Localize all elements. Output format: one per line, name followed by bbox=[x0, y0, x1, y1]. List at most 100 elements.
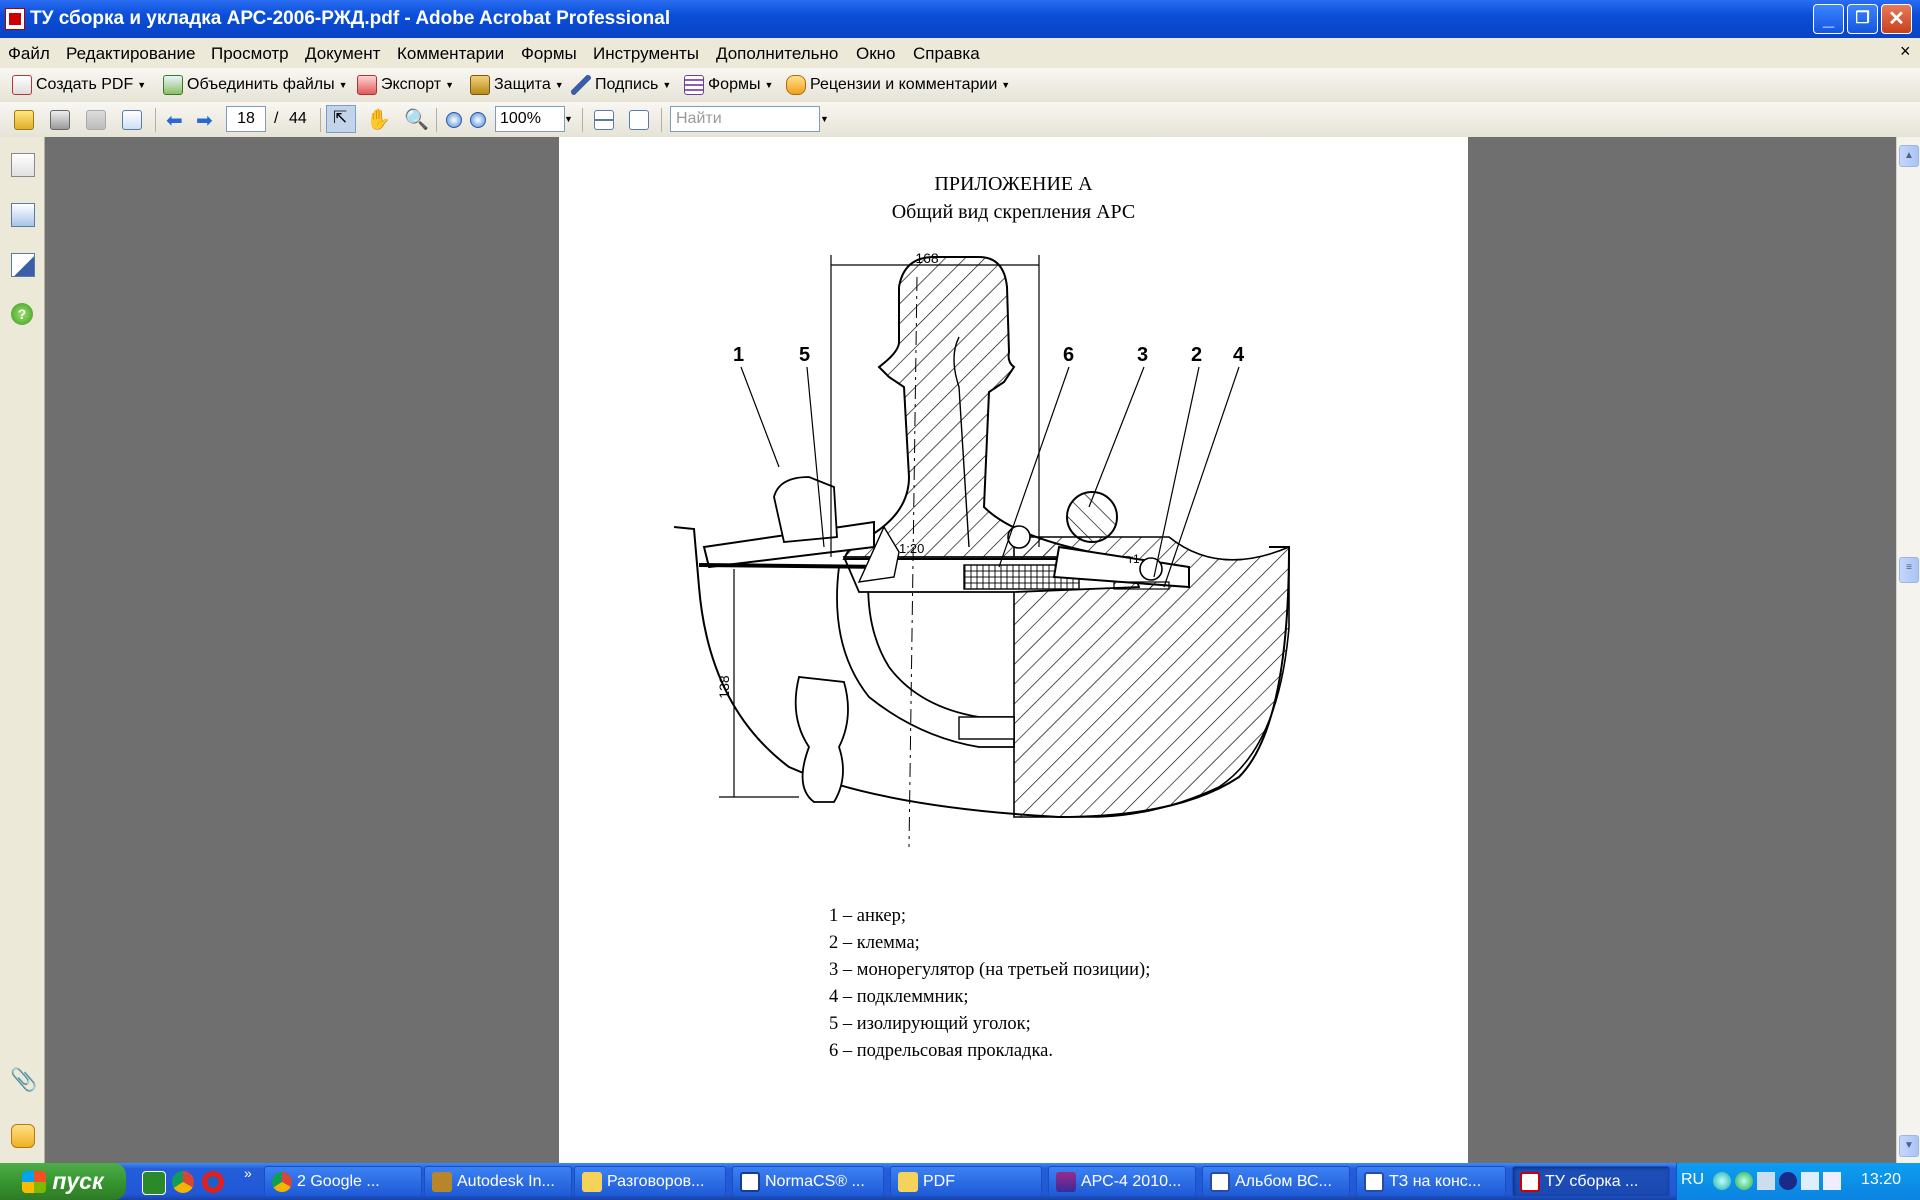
opera-icon[interactable] bbox=[202, 1171, 224, 1193]
menu-file[interactable]: Файл bbox=[8, 44, 50, 63]
scroll-up-button[interactable]: ▲ bbox=[1899, 145, 1919, 167]
help-icon[interactable]: ? bbox=[11, 303, 33, 325]
anchor-head bbox=[773, 476, 838, 543]
protect-button[interactable]: Защита▼ bbox=[470, 75, 564, 95]
fit-page-icon[interactable] bbox=[629, 110, 649, 130]
dropdown-arrow-icon: ▼ bbox=[1001, 80, 1011, 90]
select-tool-button[interactable]: ⇱ bbox=[326, 105, 356, 133]
chrome-icon[interactable] bbox=[172, 1171, 194, 1193]
dropdown-arrow-icon: ▼ bbox=[554, 80, 564, 90]
scroll-down-button[interactable]: ▼ bbox=[1899, 1135, 1919, 1157]
close-button[interactable]: ✕ bbox=[1881, 4, 1912, 34]
comments-icon[interactable] bbox=[11, 1124, 35, 1148]
anchor-leg bbox=[794, 676, 849, 803]
start-button[interactable]: пуск bbox=[0, 1163, 126, 1200]
radius-label: r1 bbox=[1129, 552, 1140, 566]
menu-forms[interactable]: Формы bbox=[521, 44, 577, 63]
export-button[interactable]: Экспорт▼ bbox=[357, 75, 454, 95]
signatures-icon[interactable] bbox=[11, 253, 35, 277]
print-icon[interactable] bbox=[50, 110, 70, 130]
pages-icon[interactable] bbox=[11, 153, 35, 177]
scroll-thumb[interactable]: ≡ bbox=[1899, 557, 1919, 583]
menu-window[interactable]: Окно bbox=[856, 44, 896, 63]
tray-app-icon[interactable] bbox=[1735, 1172, 1753, 1190]
taskbar-button-chrome[interactable]: 2 Google ... bbox=[264, 1166, 422, 1197]
minimize-button[interactable]: _ bbox=[1813, 4, 1844, 34]
language-indicator[interactable]: RU bbox=[1681, 1171, 1705, 1188]
hand-tool-icon[interactable]: ✋ bbox=[366, 109, 391, 131]
create-pdf-button[interactable]: Создать PDF▼ bbox=[12, 75, 146, 95]
forms-label: Формы bbox=[708, 76, 761, 93]
word-icon bbox=[1364, 1172, 1384, 1192]
fastening-drawing: 168 138 1:20 r1 1 5 6 3 2 4 bbox=[673, 250, 1291, 848]
callout-4: 4 bbox=[1233, 344, 1245, 366]
taskbar-button-word-album[interactable]: Альбом ВС... bbox=[1202, 1166, 1350, 1197]
email-icon[interactable] bbox=[122, 110, 142, 130]
display-icon[interactable] bbox=[1757, 1172, 1775, 1190]
taskbar-button-label: ТЗ на конс... bbox=[1389, 1173, 1482, 1190]
previous-page-icon[interactable]: ⬅ bbox=[166, 110, 183, 132]
audio-icon[interactable] bbox=[1779, 1172, 1797, 1190]
legend-item-2: 2 – клемма; bbox=[829, 933, 920, 953]
devices-icon[interactable] bbox=[1801, 1172, 1819, 1190]
volume-icon[interactable] bbox=[1823, 1172, 1841, 1190]
page-number-input[interactable]: 18 bbox=[226, 106, 266, 132]
document-area: ПРИЛОЖЕНИЕ А Общий вид скрепления АРС bbox=[45, 137, 1896, 1163]
insulating-roller bbox=[1007, 525, 1031, 549]
fit-width-icon[interactable] bbox=[594, 110, 614, 130]
leader-2 bbox=[1153, 366, 1200, 578]
acrobat-icon bbox=[1520, 1172, 1540, 1192]
callout-2: 2 bbox=[1191, 344, 1202, 366]
taskbar-button-folder[interactable]: Разговоров... bbox=[574, 1166, 726, 1197]
taskbar-button-acrobat[interactable]: ТУ сборка ... bbox=[1512, 1166, 1670, 1197]
zoom-out-icon[interactable] bbox=[446, 112, 462, 128]
leader-3 bbox=[1088, 366, 1145, 508]
anchor-body bbox=[836, 566, 1015, 748]
sign-label: Подпись bbox=[595, 76, 659, 93]
find-dropdown-icon[interactable]: ▼ bbox=[820, 114, 829, 124]
menu-view[interactable]: Просмотр bbox=[211, 44, 289, 63]
zoom-dropdown-icon[interactable]: ▼ bbox=[564, 114, 573, 124]
save-icon[interactable] bbox=[86, 110, 106, 130]
restore-button[interactable]: ❐ bbox=[1847, 4, 1878, 34]
menu-comments[interactable]: Комментарии bbox=[397, 44, 505, 63]
open-folder-icon[interactable] bbox=[14, 110, 34, 130]
pdf-page: ПРИЛОЖЕНИЕ А Общий вид скрепления АРС bbox=[559, 137, 1468, 1163]
close-document-button[interactable]: × bbox=[1900, 41, 1911, 61]
utorrent-icon[interactable] bbox=[142, 1171, 166, 1195]
leader-4 bbox=[1163, 366, 1240, 588]
menu-help[interactable]: Справка bbox=[913, 44, 980, 63]
bookmarks-icon[interactable] bbox=[11, 203, 35, 227]
menu-document[interactable]: Документ bbox=[305, 44, 381, 63]
anchor-slot bbox=[958, 716, 1015, 740]
sign-button[interactable]: Подпись▼ bbox=[571, 75, 671, 95]
menu-advanced[interactable]: Дополнительно bbox=[716, 44, 839, 63]
taskbar-button-label: NormaCS® ... bbox=[765, 1173, 865, 1190]
taskbar-button-label: Разговоров... bbox=[607, 1173, 705, 1190]
zoom-level-input[interactable]: 100% bbox=[495, 106, 565, 132]
taskbar-button-winrar[interactable]: АРС-4 2010... bbox=[1048, 1166, 1196, 1197]
combine-files-button[interactable]: Объединить файлы▼ bbox=[163, 75, 348, 95]
find-input[interactable]: Найти bbox=[670, 106, 820, 132]
taskbar-button-pdf-folder[interactable]: PDF bbox=[890, 1166, 1042, 1197]
taskbar-button-autodesk[interactable]: Autodesk In... bbox=[424, 1166, 572, 1197]
taskbar-button-normacs[interactable]: NormaCS® ... bbox=[732, 1166, 884, 1197]
rail-section bbox=[842, 256, 1130, 560]
quicklaunch-more[interactable]: » bbox=[244, 1165, 252, 1181]
combine-files-label: Объединить файлы bbox=[187, 76, 335, 93]
taskbar-button-word-tz[interactable]: ТЗ на конс... bbox=[1356, 1166, 1506, 1197]
menu-edit[interactable]: Редактирование bbox=[66, 44, 196, 63]
word-icon bbox=[1210, 1172, 1230, 1192]
review-comment-button[interactable]: Рецензии и комментарии▼ bbox=[786, 75, 1010, 95]
vertical-scrollbar[interactable]: ▲ ≡ ▼ bbox=[1896, 137, 1920, 1163]
navigation-pane: ? 📎 bbox=[0, 137, 45, 1163]
attachments-icon[interactable]: 📎 bbox=[10, 1067, 38, 1092]
zoom-in-icon[interactable] bbox=[470, 112, 486, 128]
network-icon[interactable] bbox=[1713, 1172, 1731, 1190]
zoom-tool-icon[interactable]: 🔍 bbox=[404, 109, 429, 131]
acrobat-app-icon[interactable] bbox=[5, 8, 25, 30]
forms-button[interactable]: Формы▼ bbox=[684, 75, 773, 95]
next-page-icon[interactable]: ➡ bbox=[196, 110, 213, 132]
menu-tools[interactable]: Инструменты bbox=[593, 44, 700, 63]
page-total: 44 bbox=[289, 110, 307, 127]
